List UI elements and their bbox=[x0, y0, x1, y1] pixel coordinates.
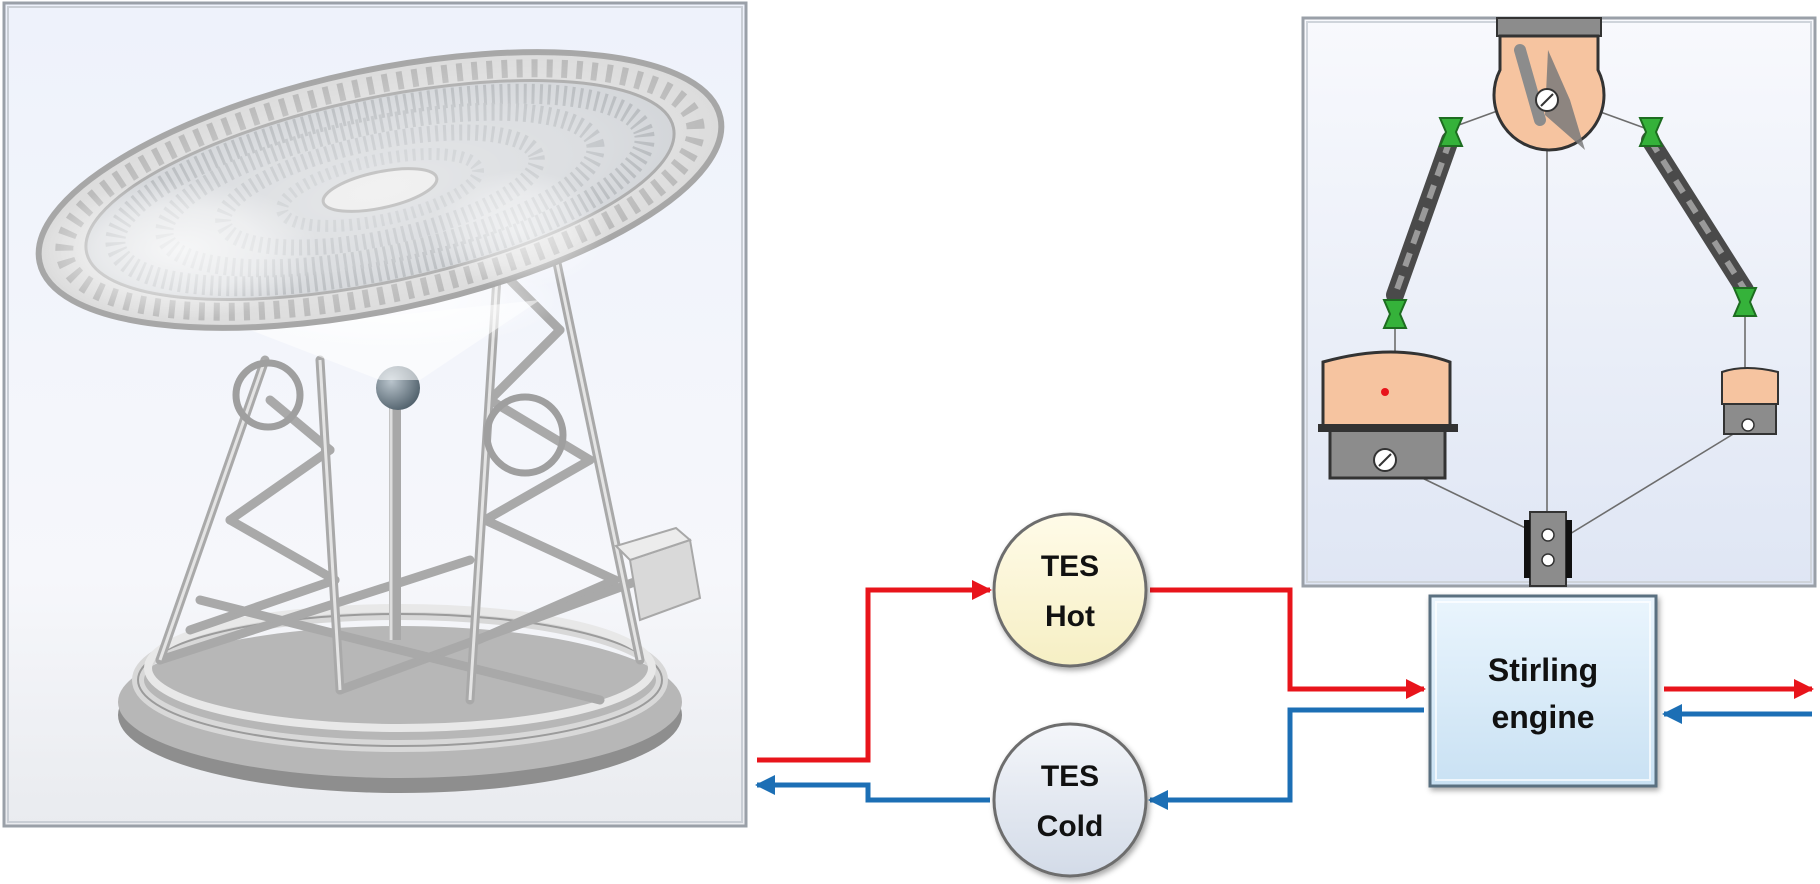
counterweight-box bbox=[614, 526, 702, 622]
tes-hot-node bbox=[992, 512, 1148, 668]
cold-flow-to-dish bbox=[755, 775, 990, 803]
tes-hot-label-line2: Hot bbox=[1045, 600, 1095, 633]
tes-cold-label-line2: Cold bbox=[1037, 810, 1104, 843]
cold-flow-lines bbox=[755, 704, 1812, 810]
stirling-engine-schematic bbox=[1301, 16, 1817, 588]
stirling-engine-label-line1: Stirling bbox=[1488, 652, 1598, 688]
tes-cold-node bbox=[992, 722, 1148, 878]
stirling-engine-node bbox=[1428, 594, 1658, 788]
regenerator-tube-left bbox=[1386, 131, 1459, 304]
cold-flow-to-tes-cold bbox=[1148, 707, 1424, 810]
top-cylinder bbox=[1492, 17, 1606, 152]
hot-flow-to-tes-hot bbox=[757, 580, 992, 763]
tes-hot-label-line1: TES bbox=[1041, 550, 1099, 583]
stirling-engine-label-line2: engine bbox=[1491, 699, 1594, 735]
cold-cylinder bbox=[1721, 367, 1779, 435]
tes-cold-label-line1: TES bbox=[1041, 760, 1099, 793]
hot-cylinder bbox=[1318, 350, 1458, 480]
heat-exchanger-icon bbox=[1382, 117, 1758, 329]
drive-wheel-icon bbox=[232, 359, 304, 431]
crankshaft bbox=[1524, 511, 1572, 587]
hot-flow-to-engine bbox=[1150, 587, 1426, 699]
drive-wheel-icon bbox=[483, 393, 567, 477]
solar-dish-concentrator bbox=[2, 1, 748, 828]
hot-flow-lines bbox=[757, 580, 1814, 763]
regenerator-tube-right bbox=[1641, 131, 1754, 299]
